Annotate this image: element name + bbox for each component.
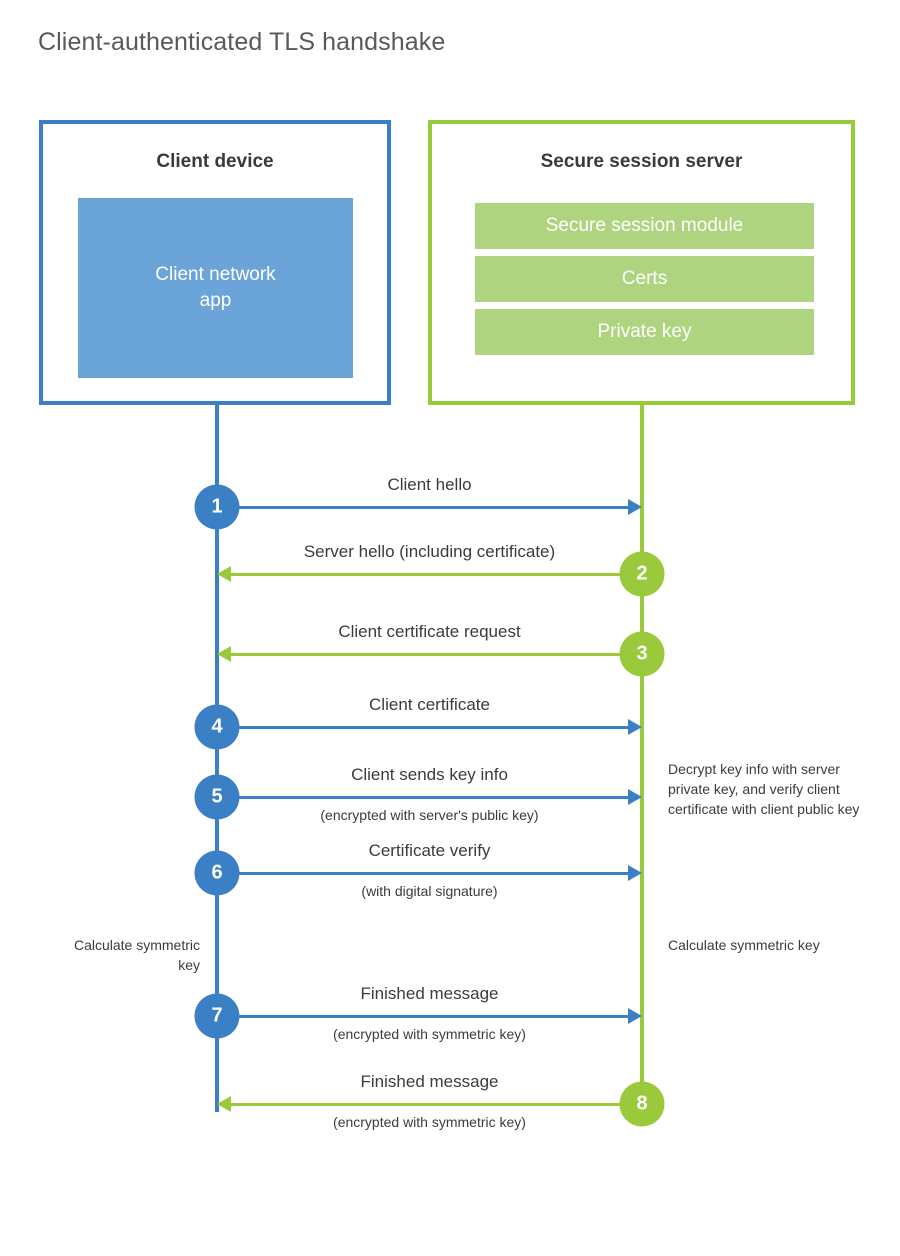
arrow-head-4 bbox=[628, 719, 642, 735]
client-network-app-block: Client network app bbox=[78, 198, 353, 378]
arrow-line-3 bbox=[231, 653, 642, 656]
secure-session-server-title: Secure session server bbox=[540, 151, 743, 172]
step-circle-4[interactable]: 4 bbox=[194, 704, 240, 750]
server-decrypt-note: Decrypt key info with server private key… bbox=[668, 761, 860, 817]
step-circle-7[interactable]: 7 bbox=[194, 993, 240, 1039]
message-label-7: Finished message bbox=[360, 984, 499, 1003]
arrow-head-3 bbox=[217, 646, 231, 662]
page-title: Client-authenticated TLS handshake bbox=[38, 28, 446, 56]
arrow-line-5 bbox=[217, 796, 628, 799]
arrow-head-8 bbox=[217, 1096, 231, 1112]
arrow-line-7 bbox=[217, 1015, 628, 1018]
client-calculate-symmetric-key-note: Calculate symmetric key bbox=[73, 937, 200, 973]
client-lifeline bbox=[215, 405, 219, 1112]
step-circle-1[interactable]: 1 bbox=[194, 484, 240, 530]
step-circle-2[interactable]: 2 bbox=[619, 551, 665, 597]
client-device-box: Client device Client network app bbox=[39, 120, 391, 405]
message-sublabel-6: (with digital signature) bbox=[361, 883, 498, 899]
arrow-head-7 bbox=[628, 1008, 642, 1024]
arrow-head-6 bbox=[628, 865, 642, 881]
message-label-2: Server hello (including certificate) bbox=[303, 542, 556, 561]
arrow-head-1 bbox=[628, 499, 642, 515]
arrow-line-1 bbox=[217, 506, 628, 509]
server-lifeline bbox=[640, 405, 644, 1105]
message-label-5: Client sends key info bbox=[351, 765, 508, 784]
client-network-app-label: Client network app bbox=[155, 262, 275, 313]
client-device-title: Client device bbox=[156, 151, 274, 172]
step-circle-3[interactable]: 3 bbox=[619, 631, 665, 677]
step-circle-5[interactable]: 5 bbox=[194, 774, 240, 820]
secure-session-server-box: Secure session server Secure session mod… bbox=[428, 120, 855, 405]
client-app-label-line2: app bbox=[199, 290, 232, 311]
arrow-head-2 bbox=[217, 566, 231, 582]
message-sublabel-7: (encrypted with symmetric key) bbox=[333, 1026, 526, 1042]
arrow-line-6 bbox=[217, 872, 628, 875]
arrow-line-8 bbox=[231, 1103, 642, 1106]
message-sublabel-8: (encrypted with symmetric key) bbox=[333, 1114, 526, 1130]
step-circle-8[interactable]: 8 bbox=[619, 1081, 665, 1127]
arrow-head-5 bbox=[628, 789, 642, 805]
message-label-4: Client certificate bbox=[369, 695, 490, 714]
server-module-certs: Certs bbox=[475, 256, 814, 302]
message-label-3: Client certificate request bbox=[338, 622, 521, 641]
server-calculate-symmetric-key-note: Calculate symmetric key bbox=[668, 937, 820, 953]
message-label-8: Finished message bbox=[360, 1072, 499, 1091]
message-sublabel-5: (encrypted with server's public key) bbox=[320, 807, 539, 823]
server-module-secure-session-module: Secure session module bbox=[475, 203, 814, 249]
arrow-line-2 bbox=[231, 573, 642, 576]
message-label-1: Client hello bbox=[387, 475, 472, 494]
arrow-line-4 bbox=[217, 726, 628, 729]
step-circle-6[interactable]: 6 bbox=[194, 850, 240, 896]
server-module-private-key: Private key bbox=[475, 309, 814, 355]
client-app-label-line1: Client network bbox=[155, 264, 276, 286]
message-label-6: Certificate verify bbox=[368, 841, 491, 860]
